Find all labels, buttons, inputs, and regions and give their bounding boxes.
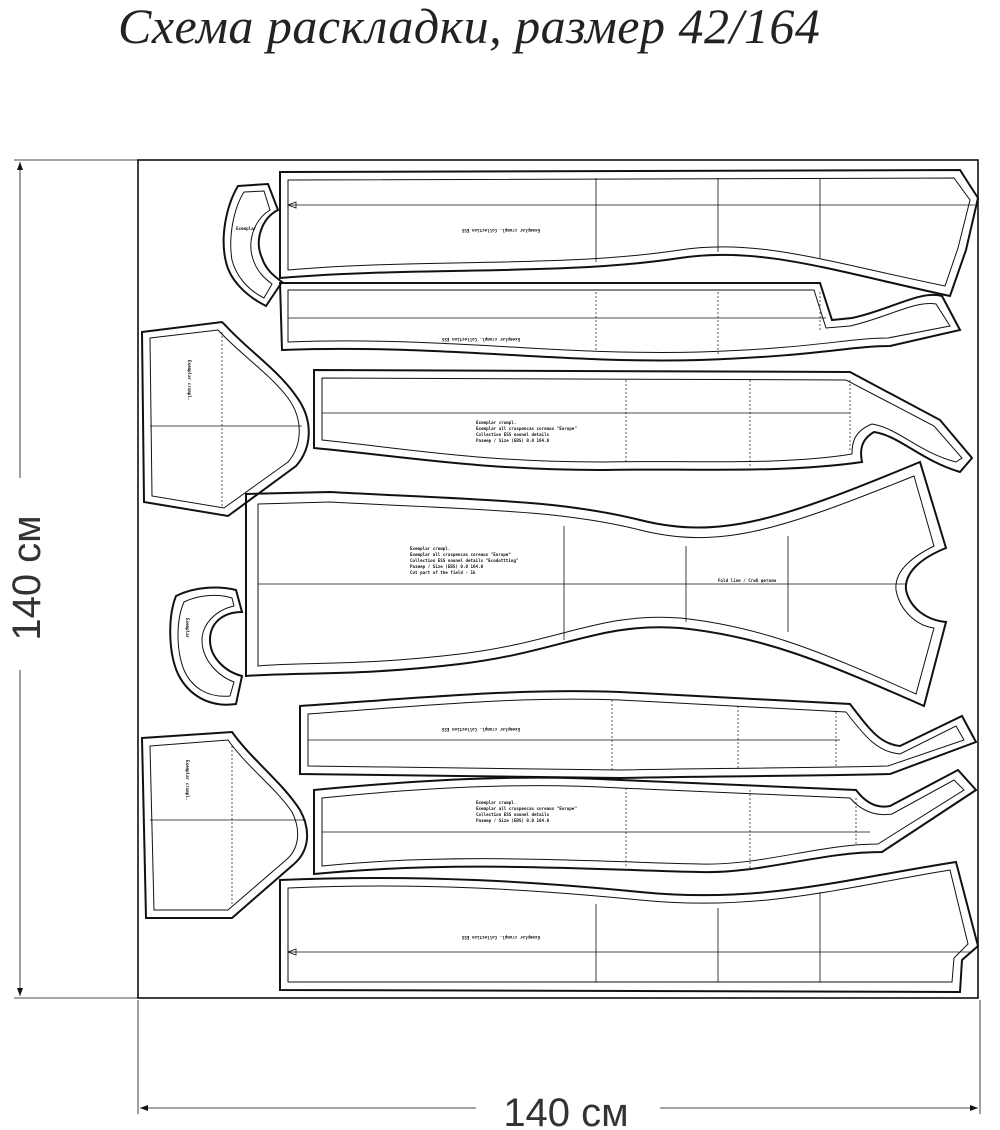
svg-text:Exemplar all cruspencas coreau: Exemplar all cruspencas coreaux "Enrope" xyxy=(476,426,577,431)
svg-text:Exemplar all cruspencas coreau: Exemplar all cruspencas coreaux "Enrope" xyxy=(476,806,577,811)
pattern-piece-2: Exemplar crumpl. Collection ESS xyxy=(278,282,962,362)
center-piece-label-3: Collection ESS nounel details "Ecodottti… xyxy=(410,558,519,563)
svg-text:Exemplar crumpl. Collection ES: Exemplar crumpl. Collection ESS xyxy=(441,337,520,342)
svg-text:Exemplar crumpl. Collection ES: Exemplar crumpl. Collection ESS xyxy=(441,727,520,732)
center-piece-label-4: Размер / Size (EBS) 0.0 164.0 xyxy=(410,564,484,569)
svg-text:Размер / Size (EBS) 0.0 164.: Размер / Size (EBS) 0.0 164.0 xyxy=(476,438,550,443)
pattern-piece-center-fold: Fold line / Сгиб детали Exemplar crumpl.… xyxy=(245,460,948,708)
bodice-piece-left-bottom: Exemplar crumpl. xyxy=(140,730,309,919)
bodice-piece-left-top: Exemplar crumpl. xyxy=(140,320,310,518)
fabric-boundary xyxy=(137,159,979,999)
width-dimension: 140 см xyxy=(137,1000,981,1130)
svg-text:Exemplar crumpl. Collection ES: Exemplar crumpl. Collection ESS xyxy=(461,228,540,233)
height-dimension: 140 см xyxy=(5,159,138,999)
layout-title: Схема раскладки, размер 42/164 xyxy=(118,0,821,54)
pattern-piece-4: Exemplar crumpl. Collection ESS xyxy=(299,690,978,780)
svg-text:Размер / Size (EBS) 0.0 164.: Размер / Size (EBS) 0.0 164.0 xyxy=(476,818,550,823)
pattern-piece-5: Exemplar crumpl. Exemplar all cruspencas… xyxy=(313,768,978,876)
fold-line-label: Fold line / Сгиб детали xyxy=(718,578,776,583)
svg-text:Exemplar crumpl.: Exemplar crumpl. xyxy=(476,800,516,805)
collar-piece-bottom: Exemplar xyxy=(169,586,244,706)
pattern-piece-3: Exemplar crumpl. Exemplar all cruspencas… xyxy=(313,368,974,474)
svg-text:Exemplar crumpl.: Exemplar crumpl. xyxy=(187,360,192,400)
collar-piece-top: Exemplar xyxy=(222,182,284,308)
height-dimension-label: 140 см xyxy=(5,515,49,640)
svg-text:Exemplar crumpl.: Exemplar crumpl. xyxy=(476,420,516,425)
svg-text:Exemplar: Exemplar xyxy=(236,226,257,231)
pattern-piece-6: Exemplar crumpl. Collection ESS xyxy=(279,860,980,994)
width-dimension-label: 140 см xyxy=(503,1091,628,1130)
svg-text:Collection ESS nounel details: Collection ESS nounel details xyxy=(476,812,550,817)
center-piece-label-1: Exemplar crumpl. xyxy=(410,546,450,551)
center-piece-label-5: Cut part of the field - 1k xyxy=(410,570,476,575)
svg-text:Exemplar crumpl. Collection ES: Exemplar crumpl. Collection ESS xyxy=(461,935,540,940)
svg-text:Exemplar: Exemplar xyxy=(185,618,190,639)
svg-text:Exemplar crumpl.: Exemplar crumpl. xyxy=(185,760,190,800)
pattern-piece-1: Exemplar crumpl. Collection ESS xyxy=(279,168,980,298)
svg-text:Collection ESS nounel details: Collection ESS nounel details xyxy=(476,432,550,437)
center-piece-label-2: Exemplar all cruspencas coreaux "Enrope" xyxy=(410,552,511,557)
